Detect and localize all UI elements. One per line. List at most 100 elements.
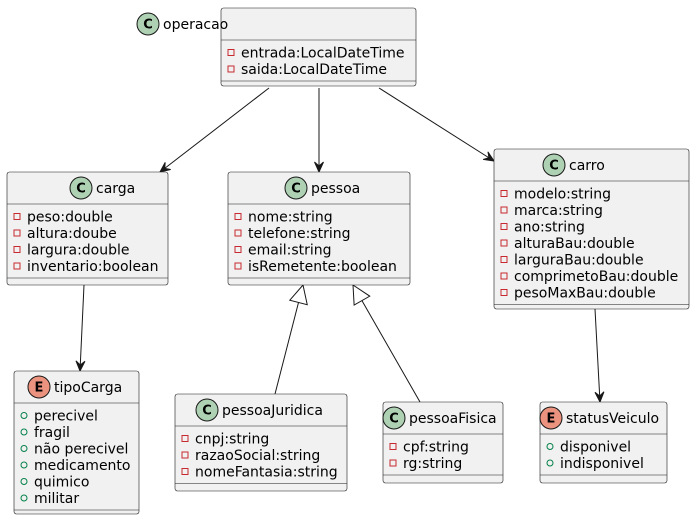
public-visibility-icon bbox=[546, 443, 554, 450]
association-operacao-pessoa[interactable] bbox=[314, 88, 324, 174]
attribute: telefone:string bbox=[248, 226, 351, 242]
attribute: isRemetente:boolean bbox=[248, 259, 397, 275]
relation-line bbox=[79, 284, 85, 372]
attribute: marca:string bbox=[514, 203, 603, 219]
attribute: largura:double bbox=[27, 243, 130, 259]
public-visibility-icon bbox=[20, 412, 28, 419]
private-visibility-icon bbox=[234, 246, 242, 253]
inheritance-arrow-icon bbox=[352, 284, 371, 306]
association-operacao-carga[interactable] bbox=[159, 87, 270, 173]
class-name: carga bbox=[96, 181, 135, 197]
class-box bbox=[493, 148, 690, 310]
arrow-head-icon bbox=[75, 360, 86, 373]
arrow-head-icon bbox=[314, 161, 324, 174]
enum-value: indisponivel bbox=[560, 456, 644, 472]
stereotype-letter: E bbox=[35, 381, 44, 396]
attribute: saida:LocalDateTime bbox=[241, 62, 387, 78]
stereotype-letter: C bbox=[202, 404, 212, 419]
inheritance-pessoaJuridica-pessoa[interactable] bbox=[274, 283, 308, 395]
class-stereotype-icon bbox=[284, 176, 308, 200]
attribute: alturaBau:double bbox=[514, 236, 635, 252]
class-name: pessoaJuridica bbox=[222, 403, 323, 419]
class-stereotype-icon bbox=[69, 176, 93, 200]
relation-line bbox=[274, 284, 304, 395]
class-stereotype-icon bbox=[136, 12, 160, 36]
association-carga-tipoCarga[interactable] bbox=[75, 284, 86, 373]
private-visibility-icon bbox=[500, 256, 508, 263]
attribute: ano:string bbox=[514, 220, 585, 236]
arrow-head-icon bbox=[159, 162, 171, 173]
private-visibility-icon bbox=[13, 246, 21, 253]
class-box bbox=[174, 393, 348, 492]
relation-line bbox=[378, 87, 495, 162]
private-visibility-icon bbox=[234, 213, 242, 220]
class-box bbox=[382, 401, 504, 484]
enum-value: perecivel bbox=[34, 409, 98, 425]
inheritance-arrow-icon bbox=[288, 283, 308, 306]
public-visibility-icon bbox=[20, 428, 28, 436]
enum-value: disponivel bbox=[560, 440, 631, 456]
class-stereotype-icon bbox=[382, 406, 406, 430]
enum-value: fragil bbox=[34, 425, 70, 441]
attribute: cpf:string bbox=[403, 440, 469, 456]
association-operacao-carro[interactable] bbox=[378, 87, 496, 162]
attribute: cnpj:string bbox=[195, 432, 269, 448]
attribute: altura:doube bbox=[27, 226, 117, 242]
attribute: nome:string bbox=[248, 210, 333, 226]
class-name: statusVeiculo bbox=[566, 411, 659, 427]
relation-line bbox=[352, 284, 421, 403]
enum-value: medicamento bbox=[34, 458, 130, 474]
class-box bbox=[539, 401, 668, 484]
enum-value: militar bbox=[34, 491, 79, 507]
private-visibility-icon bbox=[500, 223, 508, 230]
class-box bbox=[227, 171, 411, 286]
public-visibility-icon bbox=[20, 445, 28, 452]
stereotype-letter: C bbox=[549, 159, 559, 174]
class-name: tipoCarga bbox=[54, 380, 122, 396]
stereotype-letter: C bbox=[291, 182, 301, 197]
enum-stereotype-icon bbox=[27, 375, 51, 399]
stereotype-letter: C bbox=[389, 412, 399, 427]
stereotype-letter: C bbox=[76, 182, 86, 197]
private-visibility-icon bbox=[234, 229, 242, 237]
private-visibility-icon bbox=[500, 272, 508, 280]
association-carro-statusVeiculo[interactable] bbox=[594, 308, 605, 404]
inheritance-pessoaFisica-pessoa[interactable] bbox=[352, 284, 421, 403]
private-visibility-icon bbox=[500, 239, 508, 247]
relations-layer bbox=[75, 87, 605, 404]
private-visibility-icon bbox=[13, 229, 21, 237]
relation-line bbox=[594, 308, 601, 403]
public-visibility-icon bbox=[546, 459, 554, 467]
class-stereotype-icon bbox=[542, 153, 566, 177]
attribute: razaoSocial:string bbox=[195, 448, 320, 464]
private-visibility-icon bbox=[389, 443, 397, 450]
attribute: rg:string bbox=[403, 456, 462, 472]
attribute: nomeFantasia:string bbox=[195, 465, 338, 481]
attribute: inventario:boolean bbox=[27, 259, 159, 275]
class-name: carro bbox=[569, 158, 605, 174]
relation-line bbox=[159, 87, 270, 173]
public-visibility-icon bbox=[20, 494, 28, 502]
stereotype-letter: E bbox=[547, 412, 556, 427]
private-visibility-icon bbox=[500, 289, 508, 296]
private-visibility-icon bbox=[181, 435, 189, 442]
attribute: entrada:LocalDateTime bbox=[241, 46, 405, 62]
attribute: comprimetoBau:double bbox=[514, 269, 678, 285]
class-name: pessoaFisica bbox=[409, 411, 497, 427]
class-box bbox=[13, 370, 140, 515]
arrow-head-icon bbox=[483, 151, 496, 162]
class-box bbox=[6, 171, 169, 286]
enum-value: não perecivel bbox=[34, 442, 128, 458]
private-visibility-icon bbox=[500, 190, 508, 197]
arrow-head-icon bbox=[594, 391, 605, 404]
class-box bbox=[220, 7, 417, 87]
